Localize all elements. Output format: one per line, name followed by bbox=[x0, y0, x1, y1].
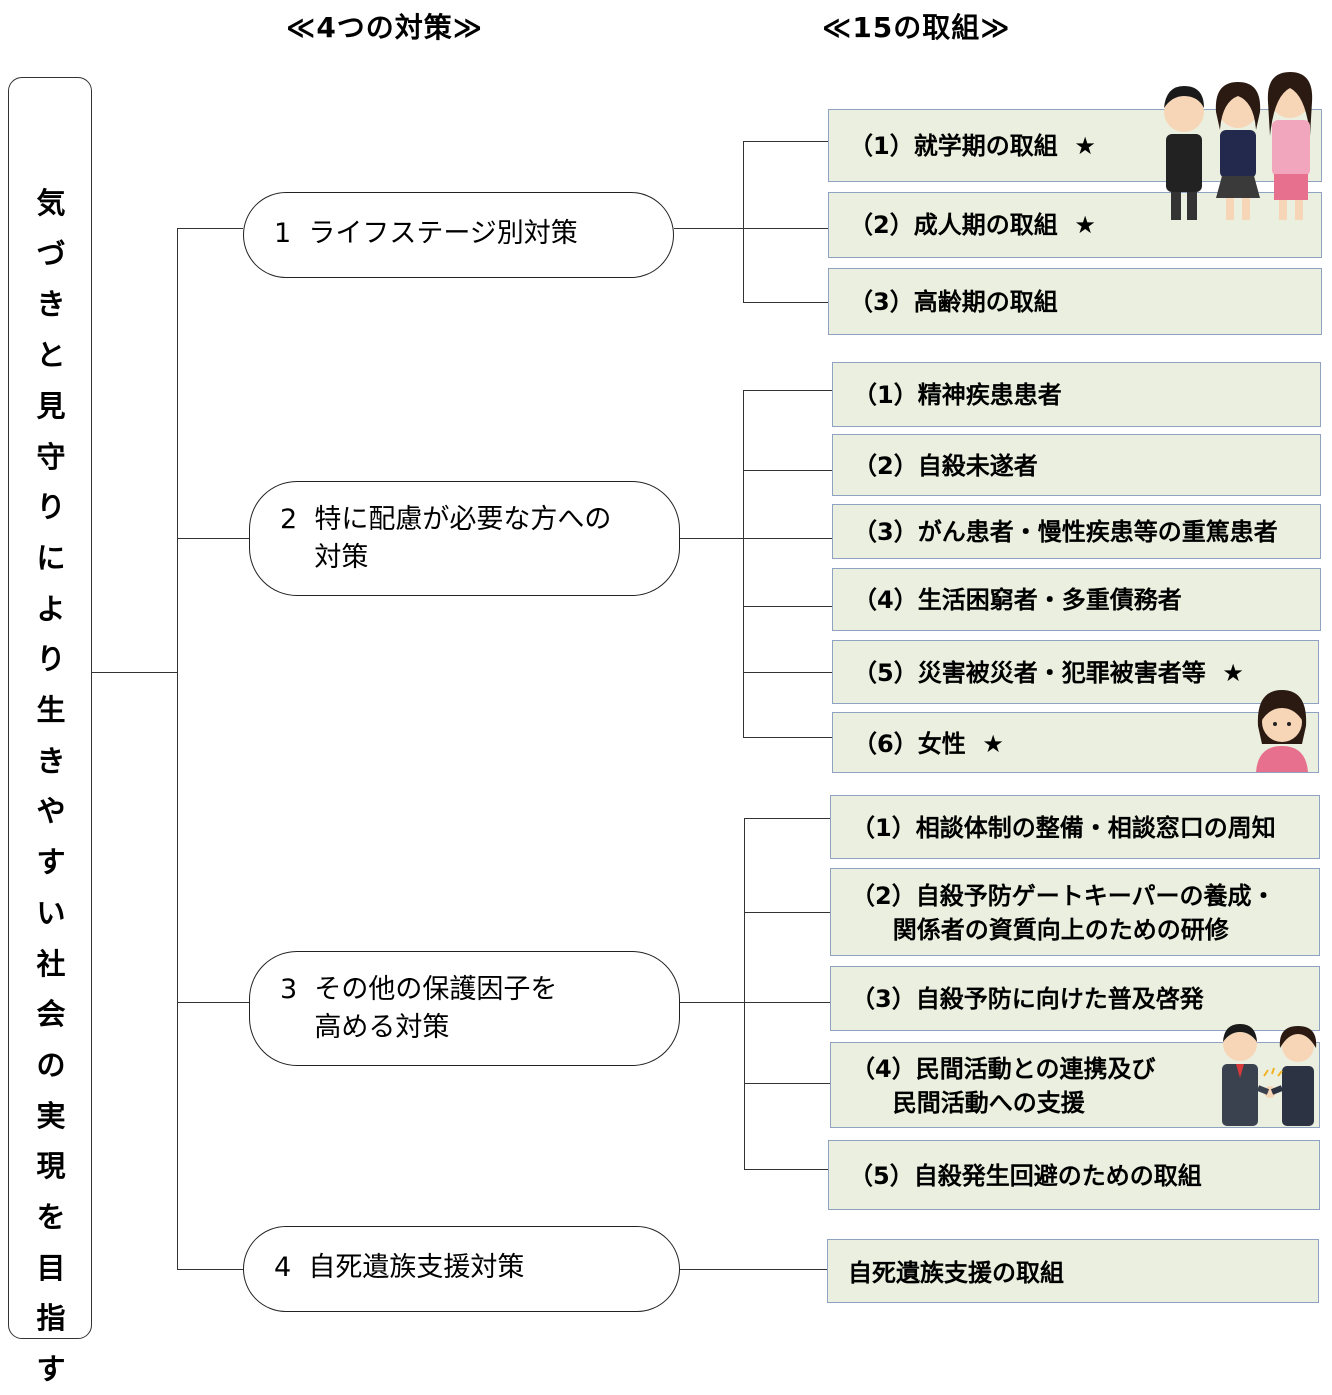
initiative-label: 自死遺族支援の取組 bbox=[848, 1259, 1064, 1287]
connector bbox=[744, 818, 745, 1170]
initiative-label: （3）自殺予防に向けた普及啓発 bbox=[851, 985, 1204, 1013]
initiative-label: （5）自殺発生回避のための取組 bbox=[849, 1162, 1202, 1190]
measure-3: 3 その他の保護因子を 高める対策 bbox=[249, 951, 680, 1066]
initiative-box: （1）相談体制の整備・相談窓口の周知 bbox=[830, 795, 1320, 859]
initiative-box: （2）成人期の取組 ★ bbox=[828, 192, 1322, 258]
initiative-box: （5）災害被災者・犯罪被害者等 ★ bbox=[832, 640, 1319, 704]
measure-2-label: 2 特に配慮が必要な方への 対策 bbox=[280, 504, 612, 573]
connector bbox=[744, 912, 830, 913]
vision-text: 気 づ き と 見 守 り に よ り 生 き や す い 社 会 の 実 現 … bbox=[36, 186, 66, 1387]
measure-1-label: 1 ライフステージ別対策 bbox=[274, 218, 578, 249]
initiative-label: （4）民間活動との連携及び 民間活動への支援 bbox=[851, 1055, 1156, 1117]
connector bbox=[680, 538, 832, 539]
initiative-label: （1）相談体制の整備・相談窓口の周知 bbox=[851, 814, 1276, 842]
initiative-box: （2）自殺予防ゲートキーパーの養成・ 関係者の資質向上のための研修 bbox=[830, 868, 1320, 956]
connector bbox=[744, 1169, 828, 1170]
initiative-box: （5）自殺発生回避のための取組 bbox=[828, 1140, 1320, 1210]
connector bbox=[743, 390, 744, 738]
initiative-label: （2）自殺未遂者 bbox=[853, 452, 1038, 480]
connector bbox=[743, 141, 828, 142]
vision-box: 気 づ き と 見 守 り に よ り 生 き や す い 社 会 の 実 現 … bbox=[8, 77, 92, 1386]
initiative-label: （2）成人期の取組 ★ bbox=[849, 211, 1096, 239]
initiative-label: （6）女性 ★ bbox=[853, 730, 1004, 758]
measure-1: 1 ライフステージ別対策 bbox=[243, 192, 674, 278]
initiative-box: （2）自殺未遂者 bbox=[832, 434, 1321, 496]
connector bbox=[177, 1269, 243, 1270]
measure-3-label: 3 その他の保護因子を 高める対策 bbox=[280, 974, 558, 1043]
connector bbox=[743, 672, 832, 673]
connector bbox=[744, 1083, 830, 1084]
initiative-label: （1）就学期の取組 ★ bbox=[849, 132, 1096, 160]
initiative-box: （3）高齢期の取組 bbox=[828, 268, 1322, 335]
initiative-label: （2）自殺予防ゲートキーパーの養成・ 関係者の資質向上のための研修 bbox=[851, 882, 1276, 944]
initiative-label: （5）災害被災者・犯罪被害者等 ★ bbox=[853, 659, 1244, 687]
connector bbox=[177, 538, 249, 539]
connector bbox=[680, 1002, 830, 1003]
measure-4-label: 4 自死遺族支援対策 bbox=[274, 1252, 525, 1283]
initiative-box: （4）生活困窮者・多重債務者 bbox=[832, 568, 1321, 631]
students-illustration bbox=[1164, 72, 1313, 220]
initiative-box: （6）女性 ★ bbox=[832, 712, 1319, 773]
connector bbox=[177, 228, 243, 229]
initiative-box: （1）精神疾患患者 bbox=[832, 362, 1321, 427]
handshake-illustration bbox=[1222, 1024, 1317, 1126]
initiative-label: （3）がん患者・慢性疾患等の重篤患者 bbox=[853, 518, 1278, 546]
connector bbox=[177, 1002, 249, 1003]
connector bbox=[674, 228, 828, 229]
connector bbox=[177, 228, 178, 1270]
woman-illustration bbox=[1256, 690, 1308, 772]
initiative-label: （1）精神疾患患者 bbox=[853, 381, 1062, 409]
connector bbox=[743, 470, 832, 471]
initiative-box: 自死遺族支援の取組 bbox=[827, 1239, 1319, 1303]
measure-4: 4 自死遺族支援対策 bbox=[243, 1226, 680, 1312]
connector bbox=[743, 737, 832, 738]
initiatives-header: ≪15の取組≫ bbox=[822, 11, 1011, 44]
connector bbox=[743, 141, 744, 303]
connector bbox=[743, 390, 832, 391]
initiative-label: （3）高齢期の取組 bbox=[849, 288, 1058, 316]
connector bbox=[680, 1269, 827, 1270]
connector bbox=[743, 302, 828, 303]
initiative-box: （3）自殺予防に向けた普及啓発 bbox=[830, 966, 1320, 1031]
initiative-box: （3）がん患者・慢性疾患等の重篤患者 bbox=[832, 504, 1321, 559]
connector bbox=[744, 818, 830, 819]
connector bbox=[92, 672, 178, 673]
measure-2: 2 特に配慮が必要な方への 対策 bbox=[249, 481, 680, 596]
measures-header: ≪4つの対策≫ bbox=[286, 11, 484, 44]
connector bbox=[743, 606, 832, 607]
initiative-label: （4）生活困窮者・多重債務者 bbox=[853, 586, 1182, 614]
